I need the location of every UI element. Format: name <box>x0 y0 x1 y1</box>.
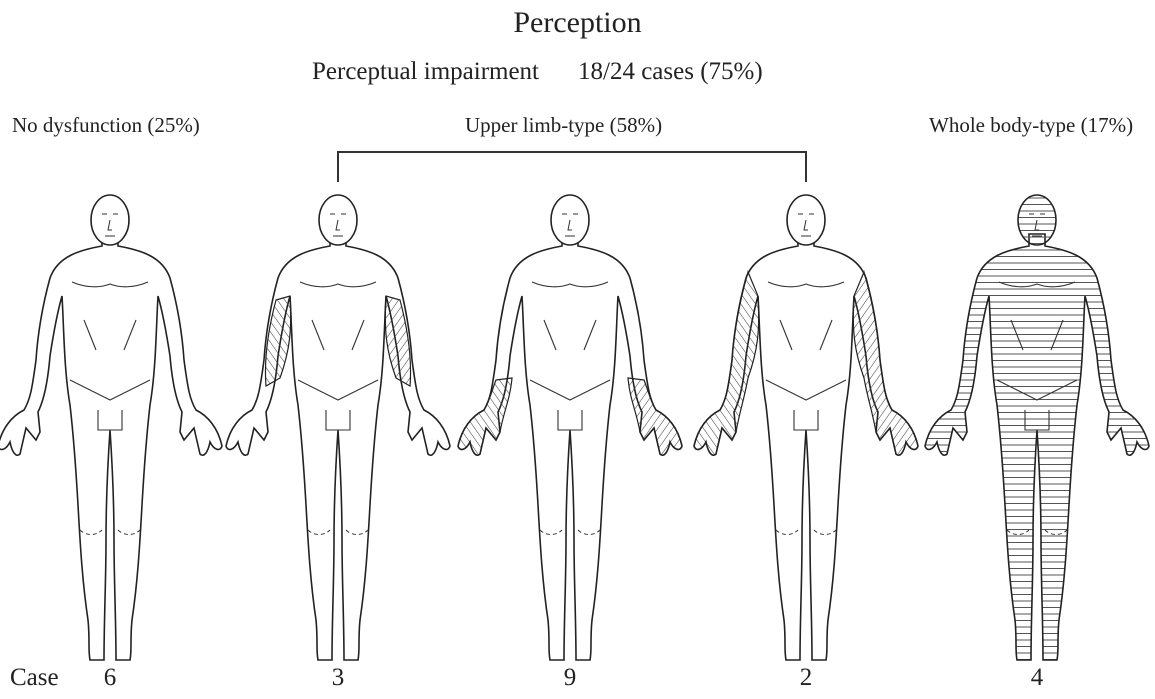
case-number-3: 9 <box>530 664 610 692</box>
body-figure-case-4 <box>925 195 1149 660</box>
body-outline <box>694 234 918 660</box>
case-number-5: 4 <box>997 664 1077 692</box>
body-outline <box>0 234 222 660</box>
body-outline <box>458 234 682 660</box>
body-figure-case-2 <box>694 195 918 660</box>
body-figure-case-9 <box>458 195 682 660</box>
body-outline <box>226 234 450 660</box>
shaded-region-left-arm <box>694 272 759 455</box>
case-number-4: 2 <box>766 664 846 692</box>
case-number-1: 6 <box>70 664 150 692</box>
body-figure-case-6 <box>0 195 222 660</box>
shaded-region-right-arm <box>628 378 682 455</box>
case-label: Case <box>10 664 59 692</box>
shaded-region-left-arm <box>265 296 290 386</box>
body-outline <box>925 234 1149 660</box>
shaded-region-left-arm <box>458 378 512 455</box>
shaded-region-right-arm <box>385 296 410 386</box>
body-figure-case-3 <box>226 195 450 660</box>
shaded-region-right-arm <box>853 272 918 455</box>
case-number-2: 3 <box>298 664 378 692</box>
upper-limb-bracket <box>338 152 806 182</box>
